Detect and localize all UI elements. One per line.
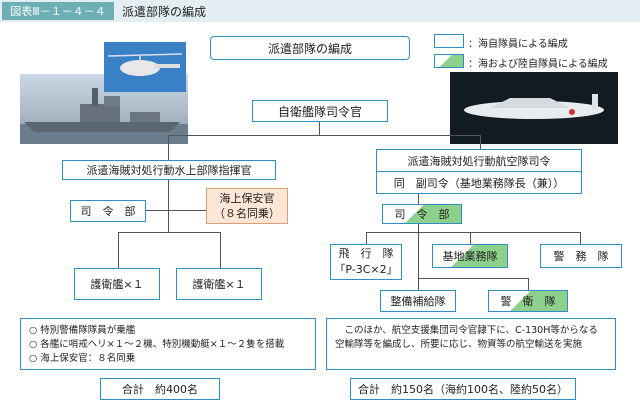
coast-guard-count: （８名同乗） [214,207,280,220]
connector [366,232,580,233]
flight-squadron-aircraft: 「P-3C×2」 [334,263,398,276]
maintenance-supply-box: 整備補給隊 [380,290,456,312]
connector [418,224,419,290]
connector [118,232,119,268]
connector [168,180,169,232]
guard-unit-box: 警 衛 隊 [488,290,568,312]
air-unit-deputy-label: 同 副司令（基地業務隊長（兼）） [393,176,565,190]
surface-note-item: ○ 海上保安官：８名同乗 [29,353,136,364]
air-hq-box: 司 令 部 [382,204,462,224]
surface-total: 合計 約400名 [100,378,220,400]
helicopter-photo [104,42,186,92]
base-service-box: 基地業務隊 [432,244,508,268]
aircraft-photo [450,72,618,144]
connector [418,278,528,279]
coast-guard-box: 海上保安官 （８名同乗） [206,188,288,224]
figure-tag: 図表Ⅲ－１－４－４ [2,2,114,20]
coast-guard-label: 海上保安官 [219,192,275,205]
figure-header [0,0,640,22]
legend-swatch-maritime-ground [434,54,464,68]
connector [168,135,480,136]
figure-title: 派遣部隊の編成 [122,4,207,19]
surface-note-item: ○ 特別警備隊隊員が乗艦 [29,325,136,336]
air-notes: このほか、航空支援集団司令官隷下に、C-130H等からなる空輸隊等を編成し、所要… [326,318,616,370]
connector [480,135,481,149]
air-unit-commander-label: 派遣海賊対処行動航空隊司令 [377,150,581,172]
flight-squadron-box: 飛 行 隊 「P-3C×2」 [330,244,402,280]
air-unit-commander-box: 派遣海賊対処行動航空隊司令 同 副司令（基地業務隊長（兼）） [376,149,582,194]
flight-squadron-label: 飛 行 隊 [338,247,394,260]
fleet-commander-box: 自衛艦隊司令官 [252,100,388,122]
military-police-box: 警 務 隊 [540,244,622,268]
surface-hq-box: 司 令 部 [70,200,146,222]
legend-label-maritime-ground: ：海および陸自隊員による編成 [468,59,608,70]
escort-ship-box-1: 護衛艦×１ [74,268,160,300]
legend-swatch-maritime [434,34,464,48]
air-total: 合計 約150名（海約100名、陸約50名） [350,378,576,400]
escort-ship-box-2: 護衛艦×１ [176,268,262,300]
connector [319,122,320,136]
diagram-title: 派遣部隊の編成 [210,36,410,60]
connector [168,135,169,160]
connector [220,232,221,268]
surface-note-item: ○ 各艦に哨戒ヘリ×１～２機、特別機動艇×１～２隻を搭載 [29,339,285,350]
connector [146,210,206,211]
connector [470,232,471,244]
ship-photo [20,74,188,144]
surface-unit-commander-box: 派遣海賊対処行動水上部隊指揮官 [62,160,276,180]
legend-label-maritime: ：海自隊員による編成 [468,39,568,50]
connector [366,232,367,244]
connector [528,278,529,290]
connector [580,232,581,244]
connector [418,194,419,204]
surface-notes: ○ 特別警備隊隊員が乗艦 ○ 各艦に哨戒ヘリ×１～２機、特別機動艇×１～２隻を搭… [20,318,316,370]
connector [118,232,220,233]
